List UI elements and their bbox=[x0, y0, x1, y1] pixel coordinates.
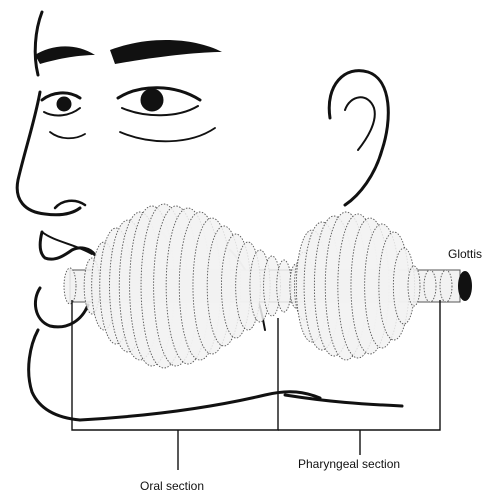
left-iris bbox=[57, 97, 71, 111]
ear-inner bbox=[345, 97, 375, 150]
oral-section-label: Oral section bbox=[140, 479, 204, 493]
forehead-line bbox=[35, 12, 42, 75]
glottis-opening bbox=[458, 271, 472, 301]
tube-segment bbox=[64, 268, 76, 304]
neck-line bbox=[285, 395, 402, 406]
tube-segment bbox=[424, 270, 436, 302]
upper-lip-top bbox=[42, 232, 92, 254]
eye-bag-right bbox=[120, 128, 215, 141]
ear-outer bbox=[329, 71, 388, 205]
glottis-label: Glottis bbox=[448, 247, 482, 261]
eyebrows bbox=[35, 40, 222, 64]
tube-segment bbox=[408, 266, 420, 306]
nose-outline bbox=[17, 92, 80, 215]
tube-segment bbox=[440, 270, 452, 302]
tube-segment bbox=[277, 260, 292, 312]
vocal-tract-tube bbox=[64, 204, 460, 368]
eyes bbox=[42, 88, 215, 142]
eye-bag-left bbox=[50, 132, 85, 138]
right-iris bbox=[141, 89, 163, 111]
ear bbox=[329, 71, 388, 205]
left-eyebrow bbox=[35, 46, 95, 64]
pharyngeal-section-label: Pharyngeal section bbox=[298, 457, 400, 471]
right-eyebrow bbox=[110, 40, 222, 64]
